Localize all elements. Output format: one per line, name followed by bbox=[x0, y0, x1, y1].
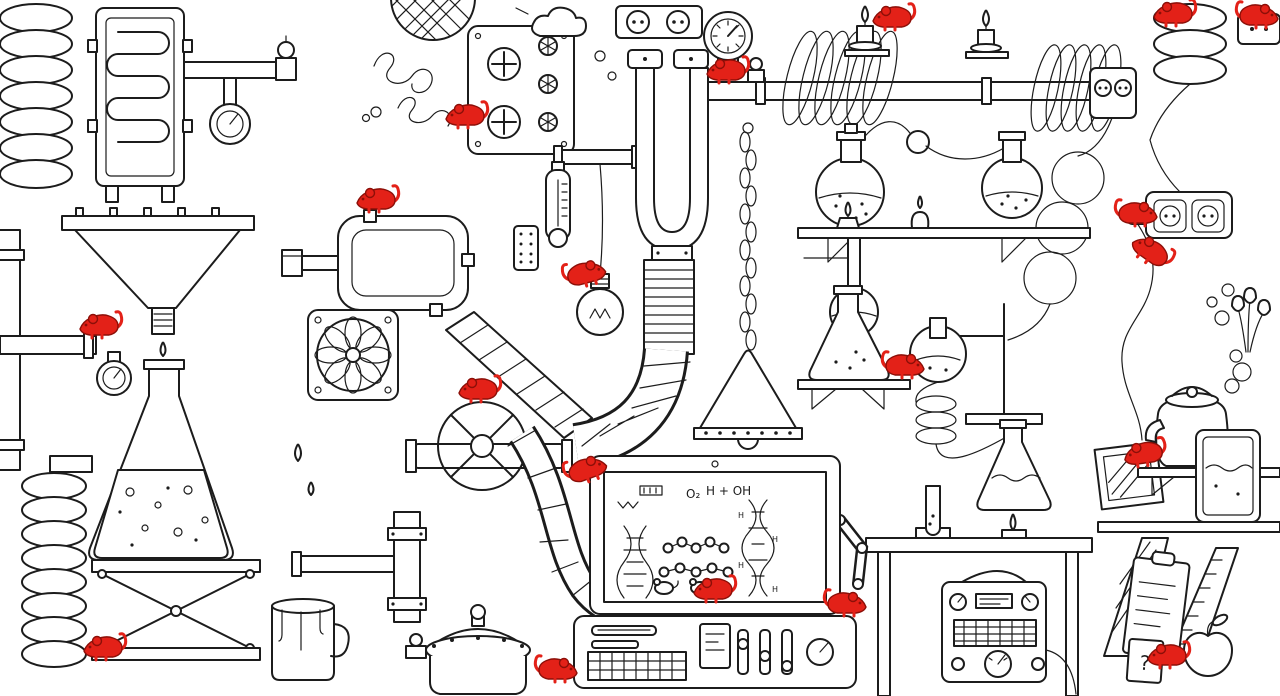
burner-1 bbox=[836, 201, 860, 229]
scissor-lift bbox=[91, 559, 261, 661]
light-bulb bbox=[576, 163, 624, 336]
condenser-coil bbox=[915, 381, 1009, 459]
conical-flask-2 bbox=[976, 419, 1052, 541]
lab-table bbox=[865, 537, 1093, 696]
hidden-mouse-4[interactable] bbox=[705, 55, 751, 85]
dripping-mug bbox=[271, 598, 350, 681]
ceiling-socket-strip bbox=[615, 5, 703, 39]
round-flask-2 bbox=[981, 131, 1043, 219]
dna-helix-right bbox=[741, 499, 775, 597]
control-console bbox=[573, 615, 857, 689]
corrugated-elbow bbox=[571, 347, 691, 469]
pipe-drips bbox=[294, 443, 315, 496]
candle-1 bbox=[844, 5, 890, 57]
striped-pipe bbox=[445, 311, 593, 439]
helix-label-3: H bbox=[738, 561, 744, 570]
spring-hose-bottom-left bbox=[21, 455, 93, 668]
shelf-bottom-right bbox=[1097, 521, 1280, 533]
screen-symbol: O₂ bbox=[686, 487, 700, 501]
pipe-right-main bbox=[699, 57, 1099, 105]
conical-flask-1 bbox=[808, 285, 890, 381]
corrugated-column bbox=[643, 259, 695, 355]
shelf-upper-right bbox=[797, 227, 1091, 263]
vent-grill bbox=[390, 0, 476, 41]
coil-spring-left bbox=[782, 30, 898, 126]
cooling-tank bbox=[87, 7, 297, 203]
apple bbox=[1183, 613, 1233, 677]
pipe-frame bbox=[281, 209, 475, 317]
large-flask bbox=[88, 359, 234, 561]
mystery-card-label: ? bbox=[1139, 651, 1151, 676]
control-panel bbox=[467, 25, 575, 155]
hidden-mouse-1[interactable] bbox=[871, 2, 917, 32]
hanging-lamp bbox=[693, 122, 803, 450]
clipboard bbox=[1122, 550, 1191, 660]
analysis-screen: O₂ H + OH H H H H bbox=[589, 455, 841, 615]
funnel-hopper bbox=[61, 207, 255, 357]
molecule-chain bbox=[658, 536, 734, 578]
round-flask-1 bbox=[815, 121, 1005, 227]
hidden-mouse-6[interactable] bbox=[355, 184, 401, 214]
helix-label-1: H bbox=[738, 511, 744, 520]
vertical-pipe bbox=[291, 511, 427, 623]
u-tube bbox=[627, 49, 709, 261]
candle-2 bbox=[965, 9, 1009, 59]
thermometer bbox=[545, 145, 643, 248]
screen-formula: H + OH bbox=[706, 484, 751, 498]
fan-unit bbox=[307, 309, 399, 401]
dna-helix-left bbox=[616, 525, 654, 599]
hidden-mouse-8[interactable] bbox=[78, 310, 124, 340]
socket-box-top bbox=[1077, 67, 1137, 157]
spring-hose-top-left bbox=[0, 3, 73, 189]
perforated-plate bbox=[513, 225, 539, 271]
test-tube bbox=[915, 485, 951, 541]
shelf-mid-right bbox=[797, 379, 911, 410]
spirit-lamp bbox=[910, 195, 930, 229]
wire-squiggles bbox=[361, 52, 451, 127]
coil-top-corner bbox=[1149, 3, 1227, 193]
water-tank bbox=[1195, 429, 1261, 523]
mixer-tank bbox=[405, 604, 531, 695]
helix-label-4: H bbox=[772, 585, 778, 594]
radio-device bbox=[941, 570, 1077, 695]
steam-cloud bbox=[515, 6, 617, 81]
hidden-mouse-12[interactable] bbox=[457, 374, 503, 404]
wall-pipe-left bbox=[0, 229, 132, 471]
flowers bbox=[1206, 283, 1271, 353]
hidden-mouse-18[interactable] bbox=[533, 654, 579, 684]
helix-label-2: H bbox=[772, 535, 778, 544]
